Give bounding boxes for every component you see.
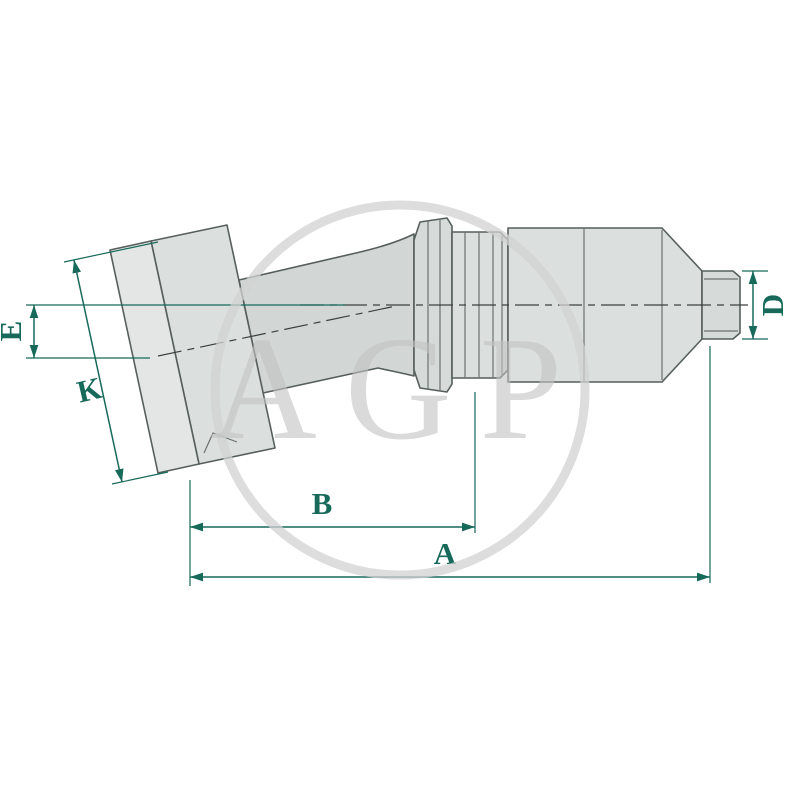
angled-centerline — [157, 305, 397, 357]
dimension-annotations: E K B A — [0, 241, 790, 586]
watermark-text: AGP — [210, 307, 590, 471]
dimension-k: K — [63, 241, 169, 485]
flange-notch — [203, 432, 238, 454]
watermark-ring — [210, 200, 590, 580]
dim-label-a: A — [434, 536, 457, 571]
dimension-b: B — [189, 392, 476, 586]
centerlines — [157, 304, 748, 357]
flange-face — [109, 240, 200, 474]
watermark: AGP — [210, 200, 590, 580]
dim-label-k: K — [74, 370, 105, 410]
dim-label-d: D — [755, 294, 790, 316]
dimension-d: D — [742, 270, 790, 340]
dim-label-b: B — [312, 486, 333, 521]
elbow-tube — [238, 233, 415, 394]
dim-label-e: E — [0, 321, 28, 342]
dimension-a: A — [190, 346, 711, 583]
